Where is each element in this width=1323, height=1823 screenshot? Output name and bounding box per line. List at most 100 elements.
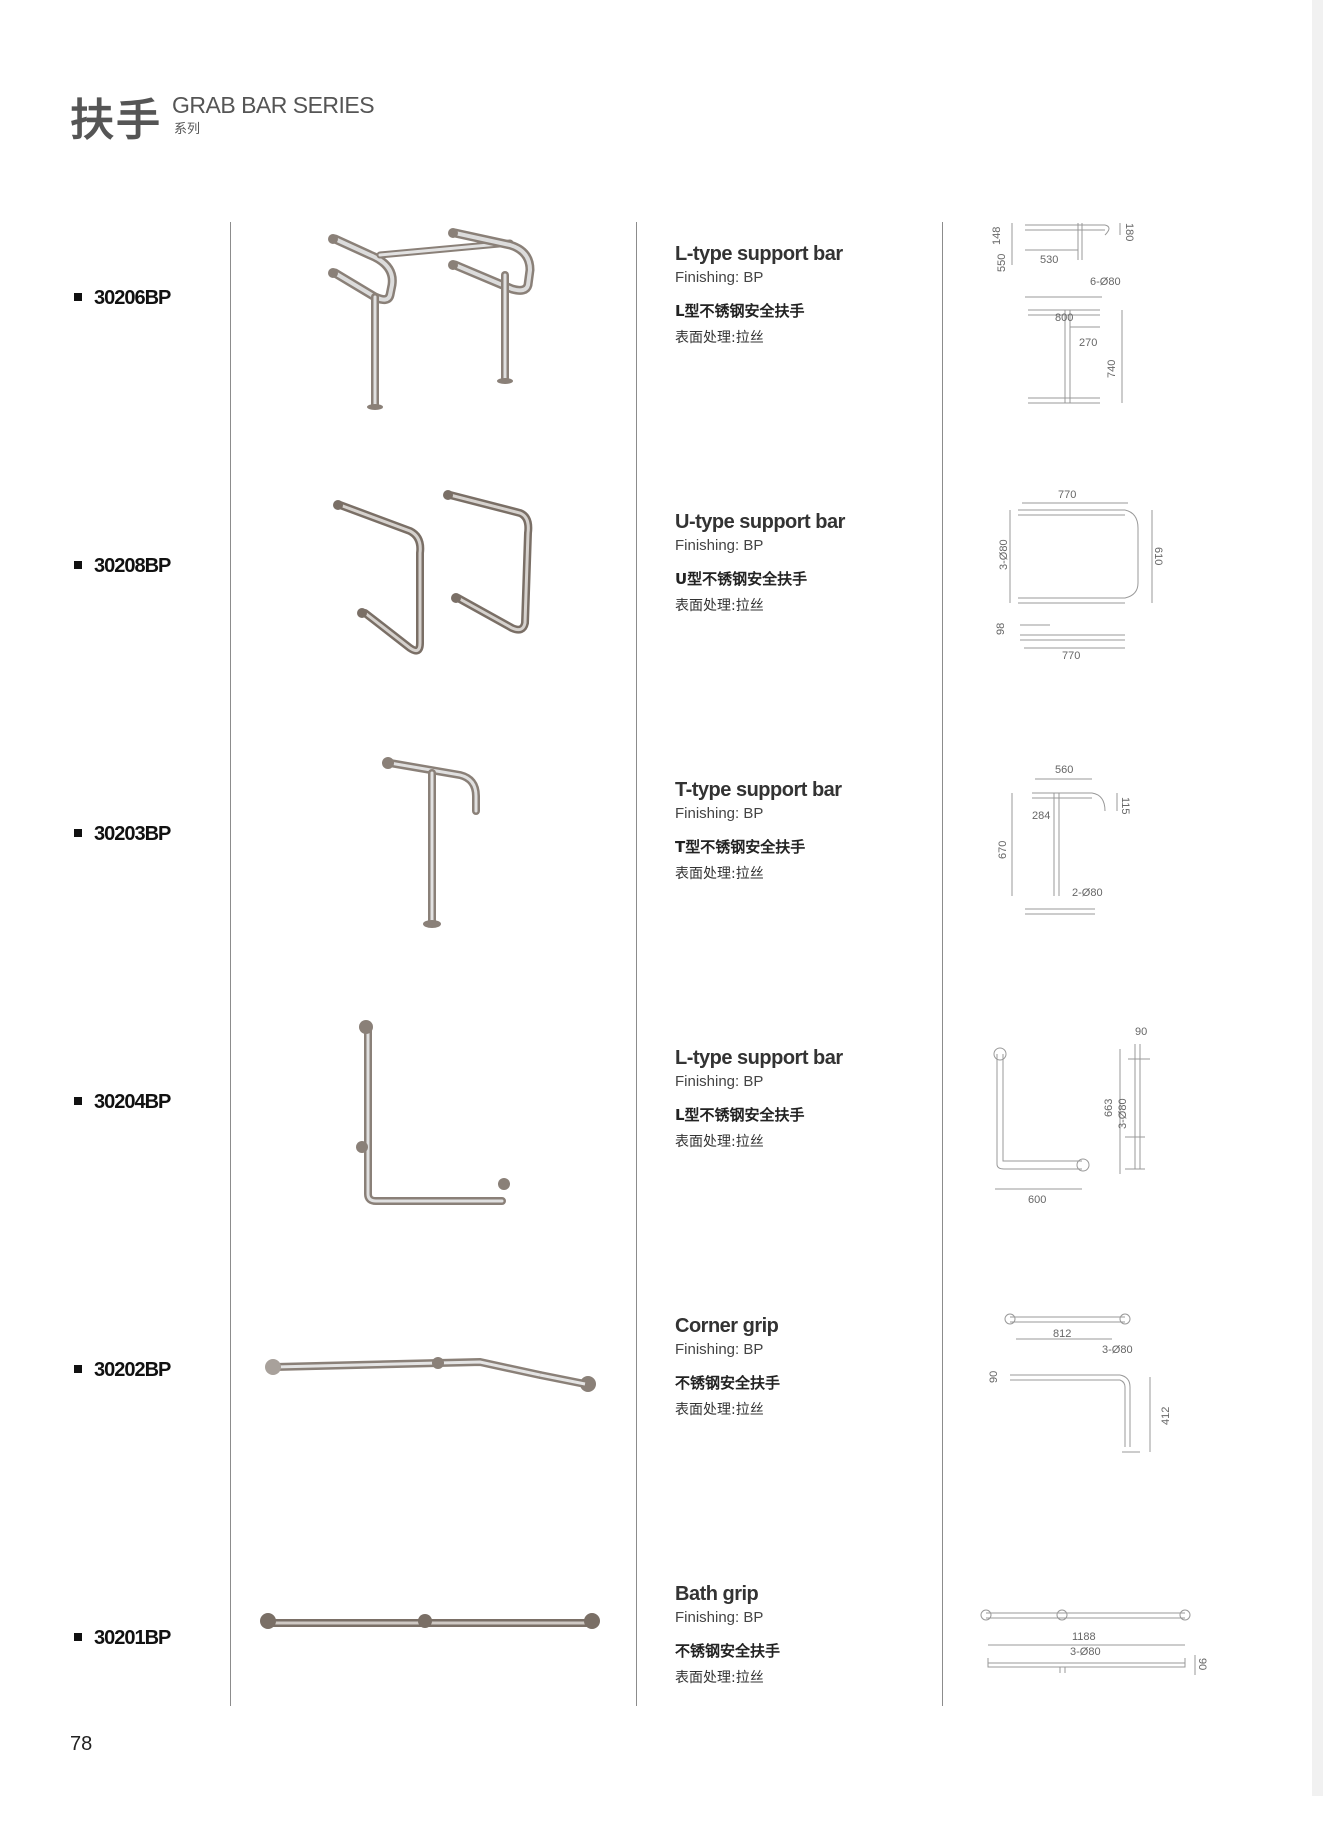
product-row: 30201BP Bath grip Finishing: BP 不锈钢安全扶手 … [0, 1555, 1323, 1823]
product-finishing: Finishing: BP [675, 1609, 764, 1626]
dim-label: 90 [1135, 1026, 1147, 1038]
product-row: 30204BP L-type support bar Finishing: BP… [0, 1019, 1323, 1287]
dim-label: 2-Ø80 [1072, 887, 1103, 899]
product-info: U-type support bar Finishing: BP U型不锈钢安全… [675, 511, 935, 615]
page-edge-shadow [1312, 0, 1323, 1796]
column-divider-1 [230, 222, 231, 1706]
dim-label: 90 [1196, 1658, 1208, 1670]
technical-drawing: 812 3-Ø80 90 412 [988, 1313, 1172, 1453]
product-name: L-type support bar [675, 243, 843, 265]
dim-label: 3-Ø80 [1102, 1344, 1133, 1356]
bullet-square [74, 828, 82, 837]
product-finishing: Finishing: BP [675, 1341, 764, 1358]
product-code: 30201BP [74, 1627, 171, 1650]
dim-label: 6-Ø80 [1090, 276, 1121, 288]
dim-label: 770 [1062, 650, 1080, 662]
dim-label: 740 [1106, 360, 1118, 378]
product-name: U-type support bar [675, 511, 845, 533]
product-finishing-cn: 表面处理:拉丝 [675, 1402, 764, 1418]
technical-drawing: 90 663 3-Ø80 600 [993, 1026, 1150, 1206]
product-row: 30203BP T-type support bar Finishing: BP… [0, 751, 1323, 1019]
product-code: 30204BP [74, 1091, 171, 1114]
product-photo-corner-grip [265, 1357, 596, 1392]
dim-label: 98 [995, 623, 1007, 635]
technical-drawing: 560 115 284 670 2-Ø80 [997, 764, 1131, 915]
product-finishing-cn: 表面处理:拉丝 [675, 1134, 764, 1150]
dim-label: 180 [1123, 223, 1135, 241]
dim-label: 610 [1152, 547, 1164, 565]
product-photo-t-support-bar [382, 757, 480, 928]
product-code-text: 30202BP [94, 1359, 171, 1381]
dim-label: 812 [1053, 1328, 1071, 1340]
product-row: 30206BP L-type support bar Finishing: BP… [0, 215, 1323, 483]
dim-label: 550 [996, 254, 1008, 272]
product-code: 30203BP [74, 823, 171, 846]
product-code: 30206BP [74, 287, 171, 310]
product-code-text: 30206BP [94, 287, 171, 309]
product-name-cn: 不锈钢安全扶手 [675, 1642, 781, 1660]
product-photo-l-support-bar [328, 228, 535, 410]
product-photo-bath-grip [260, 1613, 600, 1629]
product-name-cn: T型不锈钢安全扶手 [675, 838, 806, 856]
technical-drawing: 1188 3-Ø80 90 [980, 1609, 1208, 1675]
product-finishing-cn: 表面处理:拉丝 [675, 866, 764, 882]
product-name: T-type support bar [675, 779, 842, 801]
dim-label: 600 [1028, 1194, 1046, 1206]
product-photo-l-support-bar-wall [356, 1020, 510, 1205]
dim-label: 800 [1055, 312, 1073, 324]
product-row: 30208BP U-type support bar Finishing: BP… [0, 483, 1323, 751]
product-name-cn: 不锈钢安全扶手 [675, 1374, 781, 1392]
dim-label: 770 [1058, 489, 1076, 501]
title-english: GRAB BAR SERIES [172, 92, 375, 118]
bullet-square [74, 560, 82, 569]
product-row: 30202BP Corner grip Finishing: BP 不锈钢安全扶… [0, 1287, 1323, 1555]
dim-label: 530 [1040, 254, 1058, 266]
product-name-cn: L型不锈钢安全扶手 [675, 1106, 805, 1124]
product-finishing: Finishing: BP [675, 269, 764, 286]
dim-label: 663 [1103, 1099, 1115, 1117]
bullet-square [74, 1096, 82, 1105]
product-finishing: Finishing: BP [675, 805, 764, 822]
page-number: 78 [70, 1733, 93, 1755]
product-code-text: 30201BP [94, 1627, 171, 1649]
product-name: L-type support bar [675, 1047, 843, 1069]
product-info: T-type support bar Finishing: BP T型不锈钢安全… [675, 779, 935, 883]
product-info: L-type support bar Finishing: BP L型不锈钢安全… [675, 243, 935, 347]
product-info: L-type support bar Finishing: BP L型不锈钢安全… [675, 1047, 935, 1151]
product-finishing-cn: 表面处理:拉丝 [675, 598, 764, 614]
product-info: Corner grip Finishing: BP 不锈钢安全扶手 表面处理:拉… [675, 1315, 935, 1419]
product-finishing-cn: 表面处理:拉丝 [675, 1670, 764, 1686]
product-name-cn: U型不锈钢安全扶手 [675, 570, 808, 588]
dim-label: 3-Ø80 [998, 539, 1010, 570]
title-chinese: 扶手 [70, 95, 162, 146]
bullet-square [74, 1632, 82, 1641]
product-name: Bath grip [675, 1583, 759, 1605]
column-divider-2 [636, 222, 637, 1706]
product-finishing: Finishing: BP [675, 537, 764, 554]
dim-label: 412 [1160, 1407, 1172, 1425]
bullet-square [74, 1364, 82, 1373]
product-code: 30202BP [74, 1359, 171, 1382]
dim-label: 560 [1055, 764, 1073, 776]
dim-label: 3-Ø80 [1070, 1646, 1101, 1658]
product-name-cn: L型不锈钢安全扶手 [675, 302, 805, 320]
product-code-text: 30204BP [94, 1091, 171, 1113]
technical-drawing: 770 3-Ø80 610 98 770 [995, 489, 1164, 662]
dim-label: 148 [991, 227, 1003, 245]
dim-label: 115 [1119, 797, 1131, 815]
product-photo-u-support-bar [333, 490, 533, 655]
product-code-text: 30208BP [94, 555, 171, 577]
column-divider-3 [942, 222, 943, 1706]
dim-label: 270 [1079, 337, 1097, 349]
dim-label: 1188 [1072, 1631, 1096, 1643]
title-subtitle: 系列 [174, 122, 201, 137]
bullet-square [74, 292, 82, 301]
product-code-text: 30203BP [94, 823, 171, 845]
dim-label: 3-Ø80 [1117, 1098, 1129, 1129]
dim-label: 284 [1032, 810, 1050, 822]
dim-label: 670 [997, 841, 1009, 859]
technical-drawing: 148 180 550 530 6-Ø80 800 270 740 [991, 223, 1135, 404]
product-info: Bath grip Finishing: BP 不锈钢安全扶手 表面处理:拉丝 [675, 1583, 935, 1687]
product-finishing: Finishing: BP [675, 1073, 764, 1090]
product-code: 30208BP [74, 555, 171, 578]
